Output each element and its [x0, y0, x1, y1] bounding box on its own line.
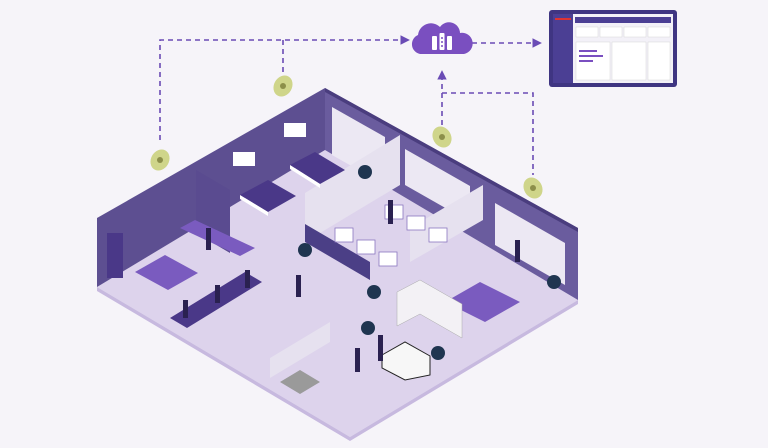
window	[495, 203, 565, 285]
right-wall-top	[325, 88, 578, 232]
lounge-sofa	[280, 370, 320, 394]
iot-sensor-icon	[432, 126, 452, 148]
patient-bed	[240, 180, 296, 216]
reception-table	[135, 255, 198, 290]
partition-wall	[410, 185, 483, 262]
sensor-4-line	[442, 92, 534, 175]
potted-plants	[298, 165, 561, 360]
meeting-table	[445, 282, 520, 322]
iot-sensor-icon	[273, 75, 293, 97]
data-flow-lines	[159, 35, 542, 175]
partition-wall	[305, 224, 370, 280]
sensor-1-to-cloud-line	[159, 35, 410, 140]
people	[183, 200, 520, 372]
partition-wall	[270, 322, 330, 378]
dashboard-sidebar	[553, 14, 573, 83]
dashboard-monitor-icon	[549, 10, 677, 87]
hospital-floor-plan	[97, 88, 578, 441]
baby-cribs	[334, 204, 448, 267]
counter-desk	[180, 220, 255, 256]
iot-sensor-icon	[523, 177, 543, 199]
partition-wall	[305, 135, 400, 242]
monitor	[233, 123, 306, 166]
filing-cabinet	[107, 233, 123, 278]
bookshelf	[396, 279, 463, 339]
dashboard-header	[575, 17, 671, 23]
cloud-server-icon	[411, 22, 473, 54]
reception-desk	[381, 341, 431, 381]
iot-sensor-icon	[150, 149, 170, 171]
patient-bed	[290, 152, 345, 188]
